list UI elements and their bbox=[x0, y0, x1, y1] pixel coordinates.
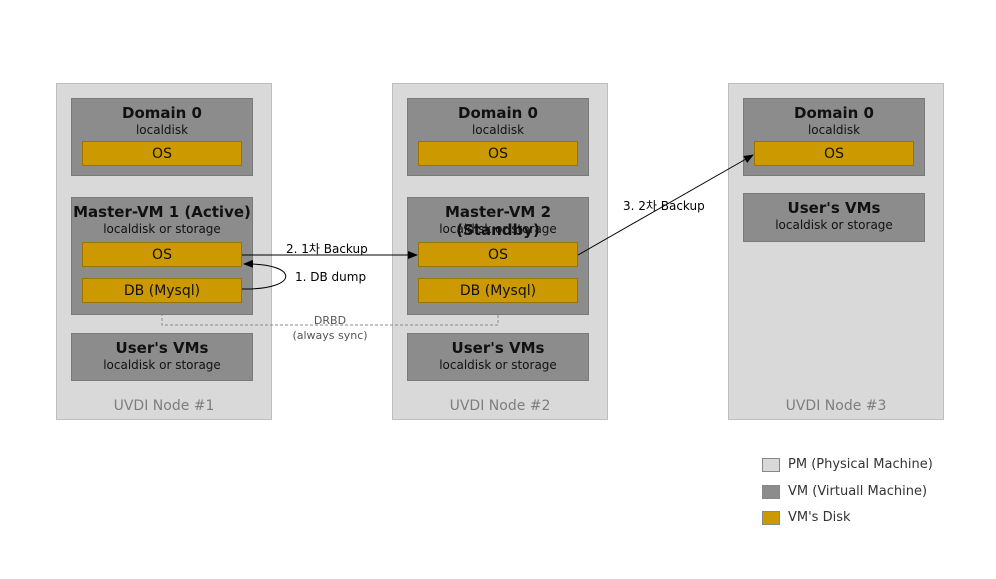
backup2-arrow bbox=[577, 154, 754, 256]
legend-swatch-vm bbox=[762, 485, 780, 499]
vm-subtitle: localdisk or storage bbox=[439, 222, 557, 236]
disk-os-domain0-node-2: OS bbox=[418, 141, 578, 166]
node-label: UVDI Node #1 bbox=[113, 398, 215, 414]
db-dump-label: 1. DB dump bbox=[295, 270, 367, 284]
disk-db-master-node-1: DB (Mysql) bbox=[82, 278, 242, 303]
drbd-label: DRBD bbox=[313, 314, 347, 327]
drbd-sync-label: (always sync) bbox=[292, 329, 368, 342]
vm-title: Domain 0 bbox=[122, 104, 202, 122]
vm-users-node-2: User's VMs localdisk or storage bbox=[407, 333, 589, 381]
legend-swatch-pm bbox=[762, 458, 780, 472]
vm-title: Domain 0 bbox=[458, 104, 538, 122]
disk-os-master-node-1: OS bbox=[82, 242, 242, 267]
disk-os-domain0-node-1: OS bbox=[82, 141, 242, 166]
vm-subtitle: localdisk or storage bbox=[439, 358, 557, 372]
vm-users-node-3: User's VMs localdisk or storage bbox=[743, 193, 925, 242]
drbd-sync-line bbox=[161, 303, 499, 326]
disk-os-domain0-node-3: OS bbox=[754, 141, 914, 166]
db-dump-arrow bbox=[241, 259, 287, 290]
vm-subtitle: localdisk or storage bbox=[775, 218, 893, 232]
vm-title: User's VMs bbox=[787, 199, 881, 217]
disk-db-master-node-2: DB (Mysql) bbox=[418, 278, 578, 303]
node-label: UVDI Node #3 bbox=[785, 398, 887, 414]
vm-subtitle: localdisk or storage bbox=[103, 358, 221, 372]
vm-subtitle: localdisk or storage bbox=[103, 222, 221, 236]
backup1-label: 2. 1차 Backup bbox=[286, 242, 368, 256]
vm-title: User's VMs bbox=[115, 339, 209, 357]
vm-title: Domain 0 bbox=[794, 104, 874, 122]
legend-swatch-disk bbox=[762, 511, 780, 525]
vm-title: Master-VM 1 (Active) bbox=[73, 203, 251, 221]
legend-label-pm: PM (Physical Machine) bbox=[788, 457, 933, 472]
vm-subtitle: localdisk bbox=[807, 123, 861, 137]
legend-label-disk: VM's Disk bbox=[788, 510, 851, 525]
legend-label-vm: VM (Virtuall Machine) bbox=[788, 484, 928, 499]
vm-title: User's VMs bbox=[451, 339, 545, 357]
disk-os-master-node-2: OS bbox=[418, 242, 578, 267]
vm-subtitle: localdisk bbox=[135, 123, 189, 137]
backup2-label: 3. 2차 Backup bbox=[623, 199, 705, 213]
vm-title: Master-VM 2 (Standby) bbox=[444, 203, 552, 239]
node-label: UVDI Node #2 bbox=[449, 398, 551, 414]
vm-users-node-1: User's VMs localdisk or storage bbox=[71, 333, 253, 381]
vm-subtitle: localdisk bbox=[471, 123, 525, 137]
